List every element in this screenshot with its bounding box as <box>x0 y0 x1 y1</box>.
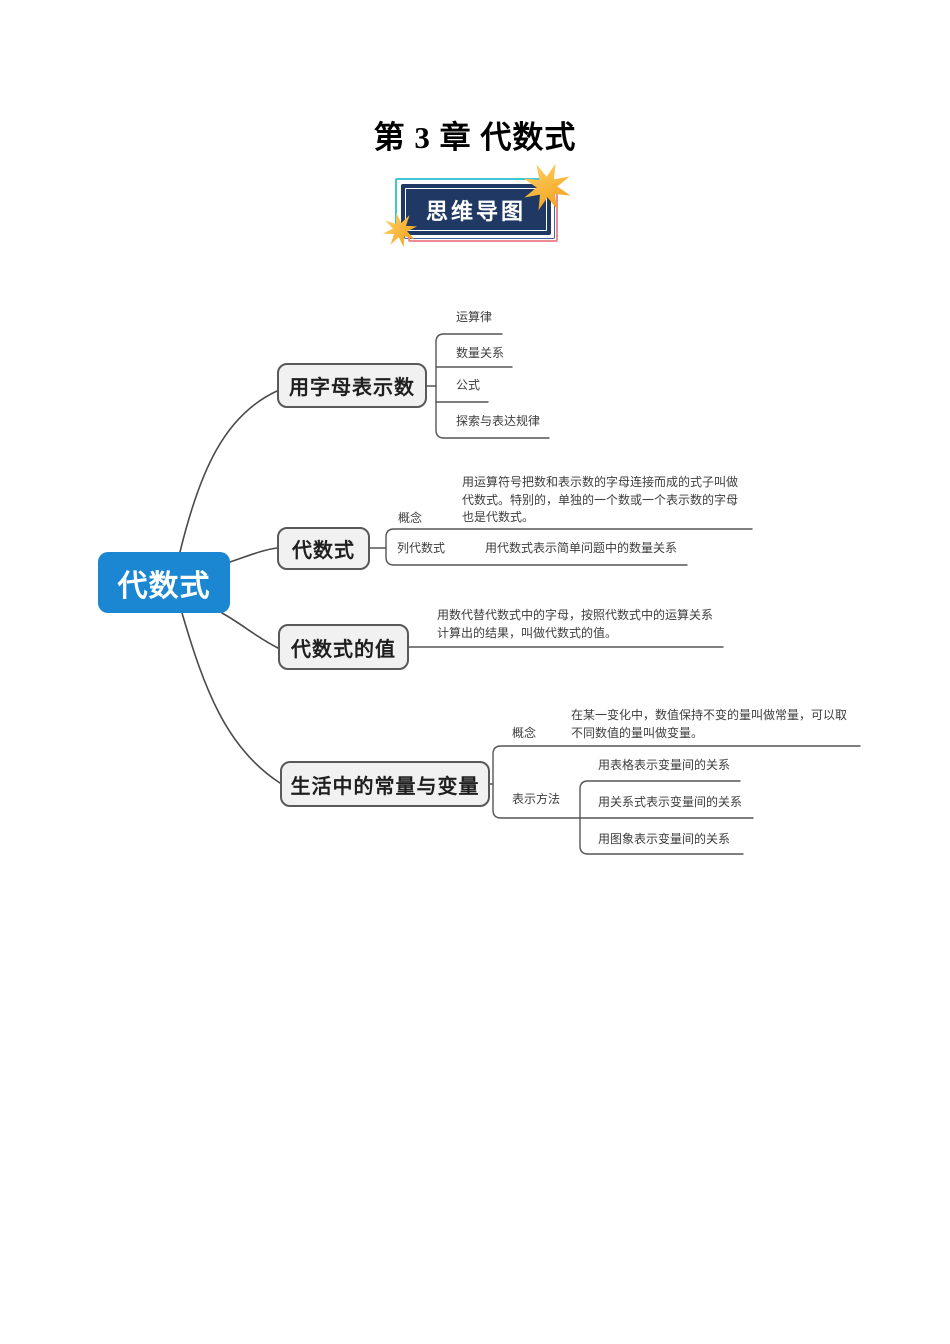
label-concept: 概念 <box>398 511 423 525</box>
mindmap-badge: 思维导图 <box>382 163 571 248</box>
branch-node-expression-value: 代数式的值 <box>278 624 409 670</box>
branch-node-algebraic-expression: 代数式 <box>277 527 370 570</box>
leaf-relation-representation: 用关系式表示变量间的关系 <box>598 795 743 809</box>
curve-root-to-branch1 <box>179 390 278 553</box>
write-expressions-description: 用代数式表示简单问题中的数量关系 <box>485 541 678 555</box>
curve-root-to-branch4 <box>181 612 281 784</box>
curve-root-to-branch2 <box>229 547 278 563</box>
branch-node-constants-variables: 生活中的常量与变量 <box>280 761 490 807</box>
leaf-formulas: 公式 <box>456 378 481 392</box>
star-icon <box>382 212 418 248</box>
page-title: 第 3 章 代数式 <box>373 120 577 155</box>
label-concept: 概念 <box>512 726 537 740</box>
badge-label: 思维导图 <box>425 198 526 224</box>
label-representation-methods: 表示方法 <box>512 792 561 806</box>
root-node: 代数式 <box>98 552 230 613</box>
leaf-operation-laws: 运算律 <box>456 310 493 324</box>
badge-inner-border <box>405 188 547 231</box>
star-icon <box>523 163 571 211</box>
branch-node-letters-for-numbers: 用字母表示数 <box>277 363 427 408</box>
leaf-explore-patterns: 探索与表达规律 <box>456 414 541 428</box>
curve-root-to-branch3 <box>221 612 279 649</box>
leaf-table-representation: 用表格表示变量间的关系 <box>598 758 731 772</box>
constants-variables-description: 在某一变化中，数值保持不变的量叫做常量，可以取不同数值的量叫做变量。 <box>571 708 848 740</box>
leaf-graph-representation: 用图象表示变量间的关系 <box>598 832 731 846</box>
expression-value-description: 用数代替代数式中的字母，按照代数式中的运算关系计算出的结果，叫做代数式的值。 <box>437 608 714 640</box>
leaf-quantity-relations: 数量关系 <box>456 346 505 360</box>
concept-description: 用运算符号把数和表示数的字母连接而成的式子叫做代数式。特别的，单独的一个数或一个… <box>462 475 739 524</box>
badge-box: 思维导图 <box>401 184 551 235</box>
label-write-expressions: 列代数式 <box>397 541 446 555</box>
